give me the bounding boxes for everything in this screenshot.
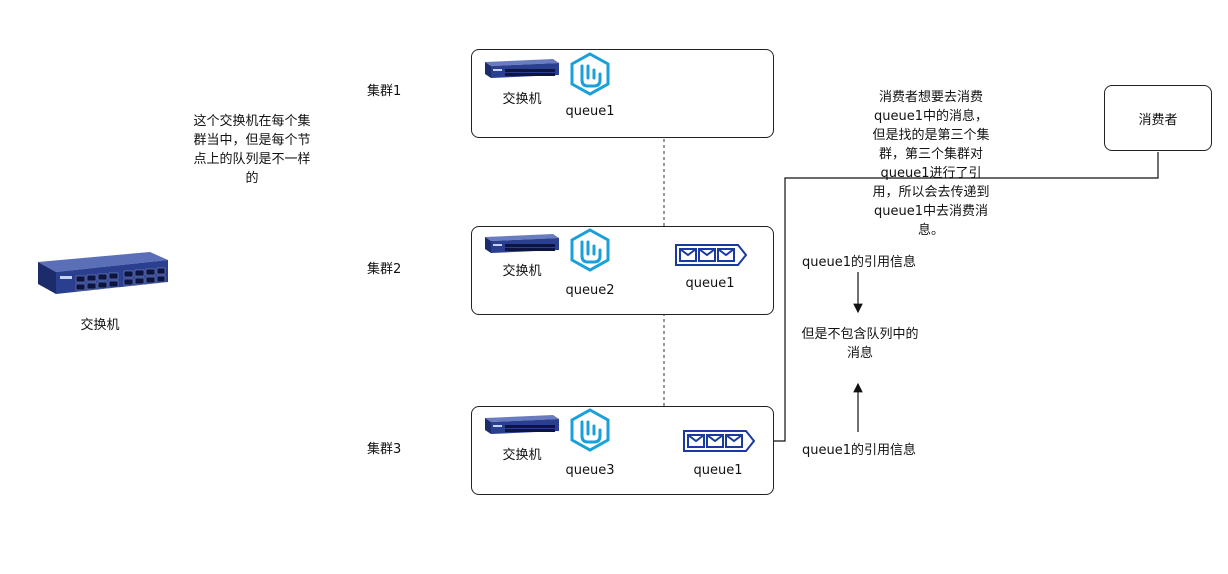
cluster-1-label: 集群1 [367, 84, 402, 99]
switch-icon-large [30, 248, 170, 304]
switch-label-standalone: 交换机 [80, 318, 120, 333]
cluster-1-switch-label: 交换机 [502, 92, 542, 107]
message-queue-icon [682, 429, 756, 457]
consumer-note: 消费者想要去消费queue1中的消息，但是找的是第三个集群，第三个集群对queu… [872, 90, 990, 238]
ref-info-bottom: queue1的引用信息 [802, 443, 916, 458]
switch-icon [483, 233, 561, 259]
consumer-connector-line [756, 152, 1159, 446]
ref-info-top: queue1的引用信息 [802, 255, 916, 270]
consumer-box: 消费者 [1104, 85, 1212, 151]
message-queue-icon [674, 243, 748, 271]
cluster-2-switch-label: 交换机 [502, 264, 542, 279]
consumer-label: 消费者 [1138, 112, 1178, 128]
cluster-3-switch-label: 交换机 [502, 448, 542, 463]
cluster-2-label: 集群2 [367, 262, 402, 277]
cluster-1-queue-label: queue1 [565, 104, 615, 119]
intro-note: 这个交换机在每个集群当中，但是每个节点上的队列是不一样的 [193, 114, 311, 186]
middle-note: 但是不包含队列中的消息 [801, 327, 919, 361]
cluster-2-queue-label: queue2 [565, 283, 615, 298]
switch-icon [483, 58, 561, 84]
switch-icon [483, 414, 561, 440]
queue-icon [568, 228, 612, 276]
queue-icon [568, 408, 612, 456]
cluster-2-ref-label: queue1 [685, 276, 735, 291]
cluster-3-queue-label: queue3 [565, 463, 615, 478]
cluster-3-ref-label: queue1 [693, 463, 743, 478]
cluster-3-label: 集群3 [367, 442, 402, 457]
queue-icon [568, 52, 612, 100]
